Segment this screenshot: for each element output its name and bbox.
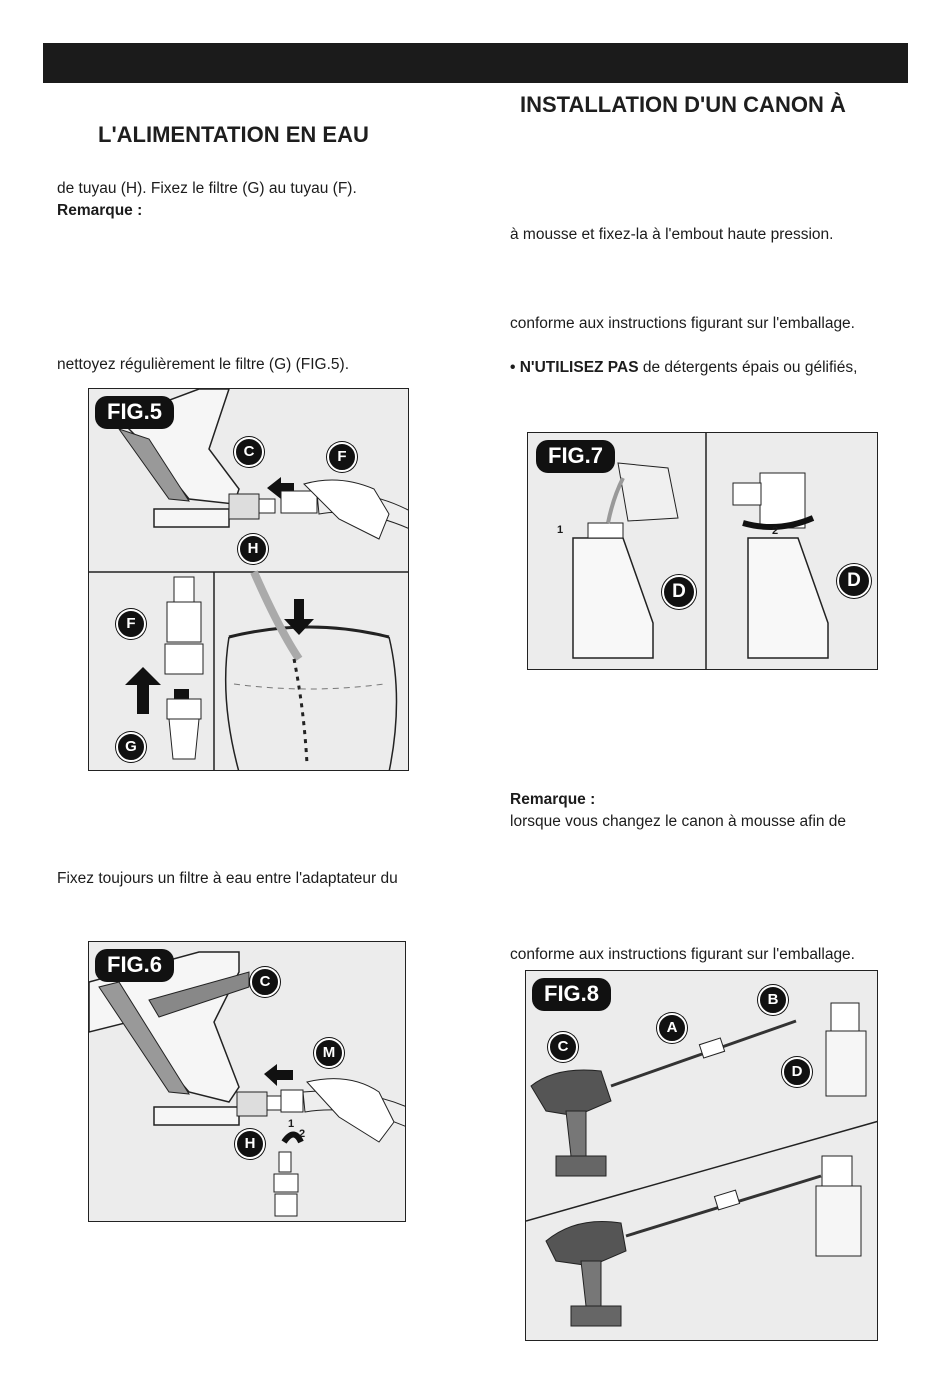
- fig7-step-1: 1: [557, 524, 564, 536]
- figure-7: FIG.7 D D 1 2: [527, 432, 878, 670]
- fig8-illustration: [526, 1002, 877, 1327]
- fig8-callout-b: B: [758, 985, 788, 1015]
- right-paragraph-1: à mousse et fixez-la à l'embout haute pr…: [510, 226, 834, 243]
- fig6-label: FIG.6: [95, 949, 175, 982]
- left-paragraph-3: Fixez toujours un filtre à eau entre l'a…: [57, 870, 398, 887]
- fig6-step-2: 2: [299, 1128, 306, 1140]
- fig8-callout-d: D: [782, 1057, 812, 1087]
- fig5-callout-f-2: F: [116, 609, 146, 639]
- left-note-label: Remarque :: [57, 202, 143, 219]
- fig8-label: FIG.8: [532, 978, 612, 1011]
- fig6-step-1: 1: [288, 1118, 295, 1130]
- fig7-callout-d-2: D: [837, 564, 871, 598]
- left-paragraph-2: nettoyez régulièrement le filtre (G) (FI…: [57, 356, 350, 373]
- fig5-callout-g: G: [116, 732, 146, 762]
- right-warning: • N'UTILISEZ PAS de détergents épais ou …: [510, 359, 857, 377]
- figure-6: FIG.6 C M H 1 2: [88, 941, 406, 1222]
- left-paragraph-1: de tuyau (H). Fixez le filtre (G) au tuy…: [57, 180, 357, 197]
- fig8-callout-a: A: [657, 1013, 687, 1043]
- fig6-callout-c: C: [250, 967, 280, 997]
- right-paragraph-2: conforme aux instructions figurant sur l…: [510, 315, 855, 332]
- right-warning-bold: • N'UTILISEZ PAS: [510, 359, 639, 376]
- right-heading: INSTALLATION D'UN CANON À: [520, 92, 846, 117]
- header-bar: [43, 43, 908, 83]
- right-paragraph-3: lorsque vous changez le canon à mousse a…: [510, 813, 847, 830]
- fig6-callout-h: H: [235, 1129, 265, 1159]
- fig7-illustration: [572, 433, 829, 669]
- right-warning-rest: de détergents épais ou gélifiés,: [638, 359, 858, 376]
- fig6-callout-m: M: [314, 1038, 344, 1068]
- fig5-callout-f: F: [327, 442, 357, 472]
- fig6-illustration: [89, 951, 405, 1217]
- fig5-callout-c: C: [234, 437, 264, 467]
- fig7-step-2: 2: [772, 525, 779, 537]
- fig7-callout-d-1: D: [662, 575, 696, 609]
- right-paragraph-4: conforme aux instructions figurant sur l…: [510, 946, 855, 963]
- fig5-callout-h: H: [238, 534, 268, 564]
- figure-5: FIG.5 C F H F G: [88, 388, 409, 771]
- right-note-label: Remarque :: [510, 791, 596, 808]
- fig5-label: FIG.5: [95, 396, 175, 429]
- figure-8: FIG.8 B A C D: [525, 970, 878, 1341]
- left-heading: L'ALIMENTATION EN EAU: [98, 122, 369, 147]
- fig8-callout-c: C: [548, 1032, 578, 1062]
- fig7-label: FIG.7: [536, 440, 616, 473]
